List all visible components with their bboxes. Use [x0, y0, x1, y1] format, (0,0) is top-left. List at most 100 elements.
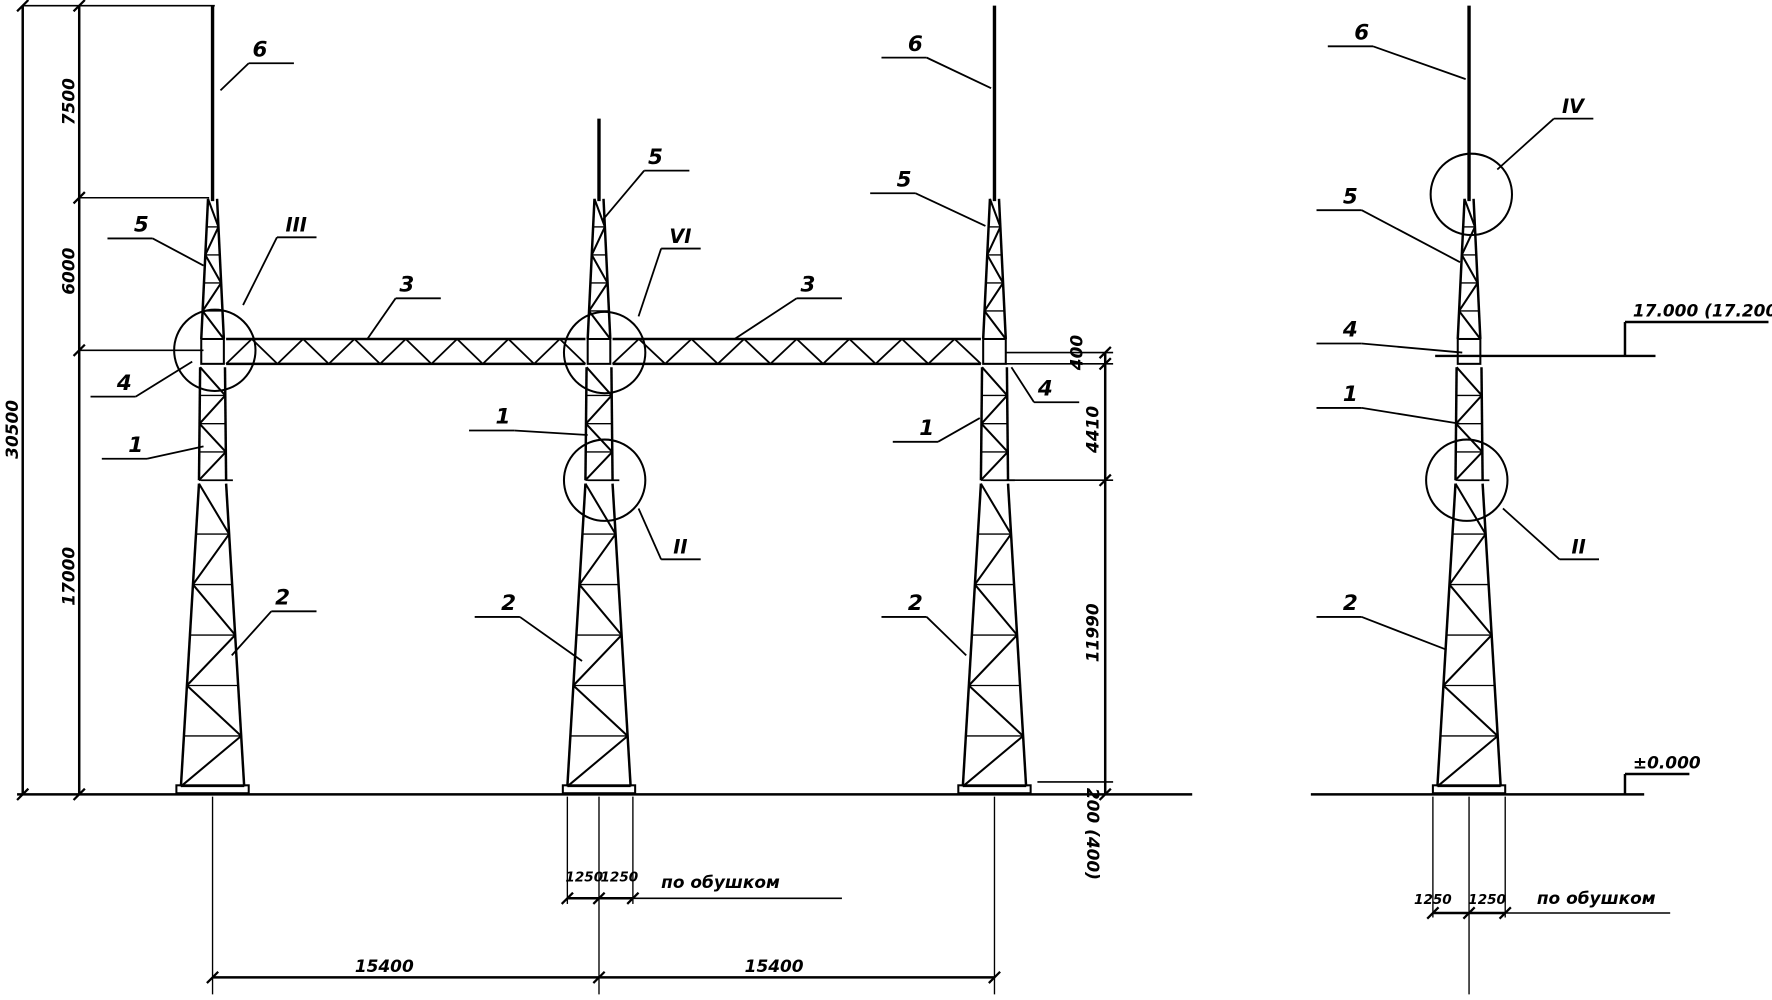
tower-center-upper-brace: [585, 366, 613, 397]
dim-tick: [72, 787, 86, 801]
callout-front-left-2-leader: [231, 610, 272, 656]
callout-side-5-leader: [1361, 209, 1461, 263]
callout-front-center-1: 1: [495, 405, 510, 430]
dim-tick: [16, 787, 30, 801]
tower-right-lower-brace: [968, 634, 1018, 687]
callout-front-left-6-leader: [219, 62, 250, 92]
tower-center-top-brace: [590, 254, 609, 284]
tower-right-upper-brace: [981, 366, 1008, 397]
tower-side-top-brace: [1463, 198, 1476, 228]
tower-side-top-chord: [1456, 198, 1466, 340]
side-base-note: по обушком: [1537, 888, 1656, 908]
detail-label-left-top: III: [285, 214, 306, 237]
tower-center-lower-brace: [584, 483, 617, 535]
detail-label-center-low-leader: [637, 508, 662, 560]
beam-1-brace: [482, 338, 510, 365]
dim-tick: [1462, 906, 1476, 920]
beam-1-brace: [507, 338, 535, 365]
callout-front-right-1-leader: [937, 417, 981, 443]
dim-lower-section: 11990: [1082, 603, 1102, 662]
tower-left-top-brace: [204, 254, 223, 284]
tower-side-top-brace: [1460, 254, 1479, 284]
tower-left-joint: [200, 337, 225, 365]
tower-left-lower-brace: [198, 483, 230, 535]
beam-2-brace: [611, 338, 640, 365]
callout-side-5: 5: [1343, 184, 1358, 209]
callout-front-left-2: 2: [275, 586, 290, 611]
tower-side-lower-brace: [1436, 735, 1499, 788]
beam-2-brace: [822, 338, 850, 365]
dim-tick: [1098, 473, 1112, 487]
detail-label-center-top-leader: [637, 248, 662, 317]
beam-1-brace: [379, 338, 407, 365]
tower-center-top-brace: [593, 198, 606, 228]
tower-right-top-brace: [989, 198, 1002, 228]
tower-right-top-brace: [983, 310, 1007, 340]
callout-side-6-leader: [1372, 45, 1466, 80]
beam-1-brace: [225, 338, 253, 365]
tower-side-upper-brace: [1455, 394, 1483, 425]
callout-side-2-leader: [1361, 616, 1447, 651]
detail-label-side-top-leader: [1496, 117, 1555, 171]
callout-beams-3: 3: [399, 273, 414, 298]
tower-side-lower-brace: [1442, 634, 1493, 687]
tower-side-lower-brace: [1454, 483, 1487, 535]
detail-circle-center-low: [562, 438, 647, 522]
tower-left-upper-brace: [198, 423, 227, 453]
tower-center-joint: [586, 337, 612, 365]
elevation-beam: 17.000 (17.200): [1633, 300, 1772, 320]
beam-1-brace: [430, 338, 458, 365]
tower-center-top-brace: [590, 226, 606, 256]
beam-2-brace: [664, 338, 693, 365]
tower-center-lower-brace: [566, 735, 629, 788]
tower-side-upper-brace: [1454, 451, 1484, 481]
callout-front-left-1-leader: [146, 445, 204, 460]
tower-left-top-brace: [201, 310, 225, 340]
callout-front-left-6: 6: [253, 37, 268, 62]
callout-front-center-1-leader: [514, 429, 588, 436]
callout-front-right-1: 1: [919, 416, 934, 441]
callout-front-center-5-leader: [601, 170, 645, 221]
tower-center-lower-brace: [572, 634, 623, 687]
tower-side-upper-brace: [1455, 366, 1483, 397]
tower-center-lower-brace: [578, 533, 617, 586]
callout-beams-3: 3: [801, 273, 816, 298]
tower-center-upper-brace: [585, 423, 614, 453]
tower-right-top-brace: [986, 254, 1004, 284]
tower-right-upper-brace: [980, 394, 1008, 425]
dim-top-section: 6000: [59, 247, 79, 294]
beam-1-brace: [353, 338, 381, 365]
elevation-ground: ±0.000: [1633, 752, 1701, 772]
base-note: по обушком: [661, 872, 780, 892]
tower-side-top-brace: [1458, 310, 1482, 340]
dim-tick: [1098, 346, 1112, 359]
dim-lower-height: 17000: [59, 547, 79, 606]
dim-tick: [72, 343, 86, 357]
detail-label-left-top-leader: [242, 236, 278, 306]
detail-label-side-low-leader: [1502, 507, 1561, 560]
dim-total-height: 30500: [2, 400, 22, 459]
callout-front-left-1: 1: [128, 433, 143, 458]
beam-1-brace: [251, 338, 279, 365]
callout-beams-3-leader: [734, 297, 798, 340]
tower-right-upper-brace: [980, 423, 1009, 453]
tower-right-joint: [982, 337, 1007, 365]
tower-left-top-chord: [215, 198, 226, 340]
dim-tick: [72, 0, 86, 13]
callout-front-right-5: 5: [897, 167, 912, 192]
dim-tick: [1098, 357, 1112, 371]
side-dim-base-a: 1250: [1414, 892, 1452, 908]
callout-front-left-5: 5: [134, 213, 149, 238]
dim-span-left: 15400: [355, 956, 414, 976]
callout-side-6: 6: [1354, 21, 1369, 46]
beam-2-brace: [901, 338, 929, 365]
dim-tick: [1498, 906, 1512, 920]
tower-left-upper-brace: [198, 394, 227, 425]
callout-front-right-6: 6: [908, 32, 923, 57]
tower-left-lower-brace: [192, 533, 230, 586]
callout-front-center-2: 2: [501, 591, 516, 616]
callout-front-right-4-leader: [1010, 366, 1035, 403]
tower-right-top-chord: [997, 198, 1008, 340]
dim-tick: [560, 891, 574, 905]
